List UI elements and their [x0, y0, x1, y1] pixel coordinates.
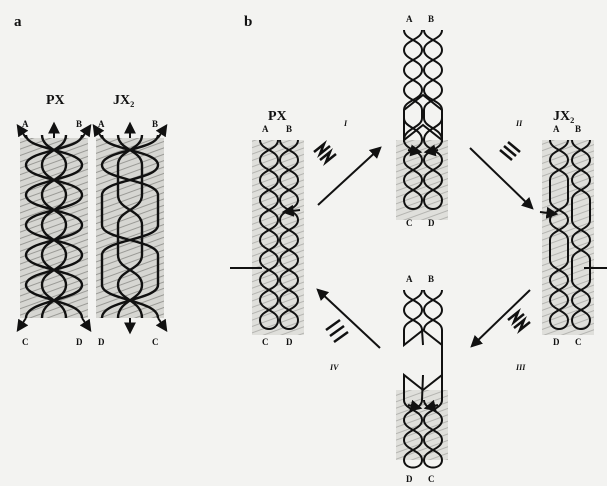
- panel-a-px-molecule: [18, 124, 90, 330]
- strand-label: A: [262, 124, 269, 134]
- strand-label: B: [76, 119, 82, 129]
- panel-a-label: a: [14, 14, 22, 30]
- strand-label: A: [98, 119, 105, 129]
- strand-label: D: [286, 337, 293, 347]
- panel-a: PX JX₂ A B C D: [18, 93, 166, 347]
- strand-glyph: [500, 142, 520, 160]
- panel-b-px-molecule: [230, 140, 304, 335]
- strand-label: B: [428, 274, 434, 284]
- strand-label: C: [22, 337, 29, 347]
- strand-label: D: [98, 337, 105, 347]
- strand-label: B: [286, 124, 292, 134]
- strand-label: B: [428, 14, 434, 24]
- strand-label: A: [406, 274, 413, 284]
- strand-glyph: [326, 320, 348, 342]
- step-label: IV: [329, 363, 339, 372]
- panel-b-jx-molecule: [540, 140, 607, 335]
- arrow: [82, 126, 90, 138]
- strand-glyph: [508, 312, 530, 330]
- strand-label: D: [406, 474, 413, 484]
- panel-a-jx-molecule: [94, 124, 166, 332]
- step-label: II: [515, 119, 523, 128]
- strand-label: A: [22, 119, 29, 129]
- panel-a-jx-title: JX₂: [113, 93, 134, 108]
- top-intermediate-molecule: [396, 30, 448, 220]
- strand-label: C: [262, 337, 269, 347]
- strand-label: D: [428, 218, 435, 228]
- step-label: I: [343, 119, 348, 128]
- strand-label: A: [553, 124, 560, 134]
- strand-label: C: [428, 474, 435, 484]
- strand-label: C: [152, 337, 159, 347]
- strand-label: B: [152, 119, 158, 129]
- bottom-intermediate-molecule: [396, 290, 448, 468]
- panel-a-px-title: PX: [46, 93, 65, 108]
- panel-b-px-title: PX: [268, 109, 287, 124]
- strand-label: A: [406, 14, 413, 24]
- panel-b-jx-title: JX₂: [553, 109, 574, 124]
- strand-label: D: [553, 337, 560, 347]
- strand-label: C: [575, 337, 582, 347]
- panel-b-label: b: [244, 14, 252, 30]
- strand-label: B: [575, 124, 581, 134]
- arrow: [158, 318, 166, 330]
- strand-label: C: [406, 218, 413, 228]
- arrow: [158, 126, 166, 138]
- process-arrow: [472, 290, 530, 346]
- arrow: [82, 318, 90, 330]
- strand-label: D: [76, 337, 83, 347]
- process-arrow: [470, 148, 532, 208]
- panel-b: PX A B C D A B C D A B: [230, 14, 607, 484]
- process-arrow: [318, 290, 380, 348]
- step-label: III: [515, 363, 526, 372]
- arrow: [18, 318, 26, 330]
- strand-glyph: [314, 144, 336, 162]
